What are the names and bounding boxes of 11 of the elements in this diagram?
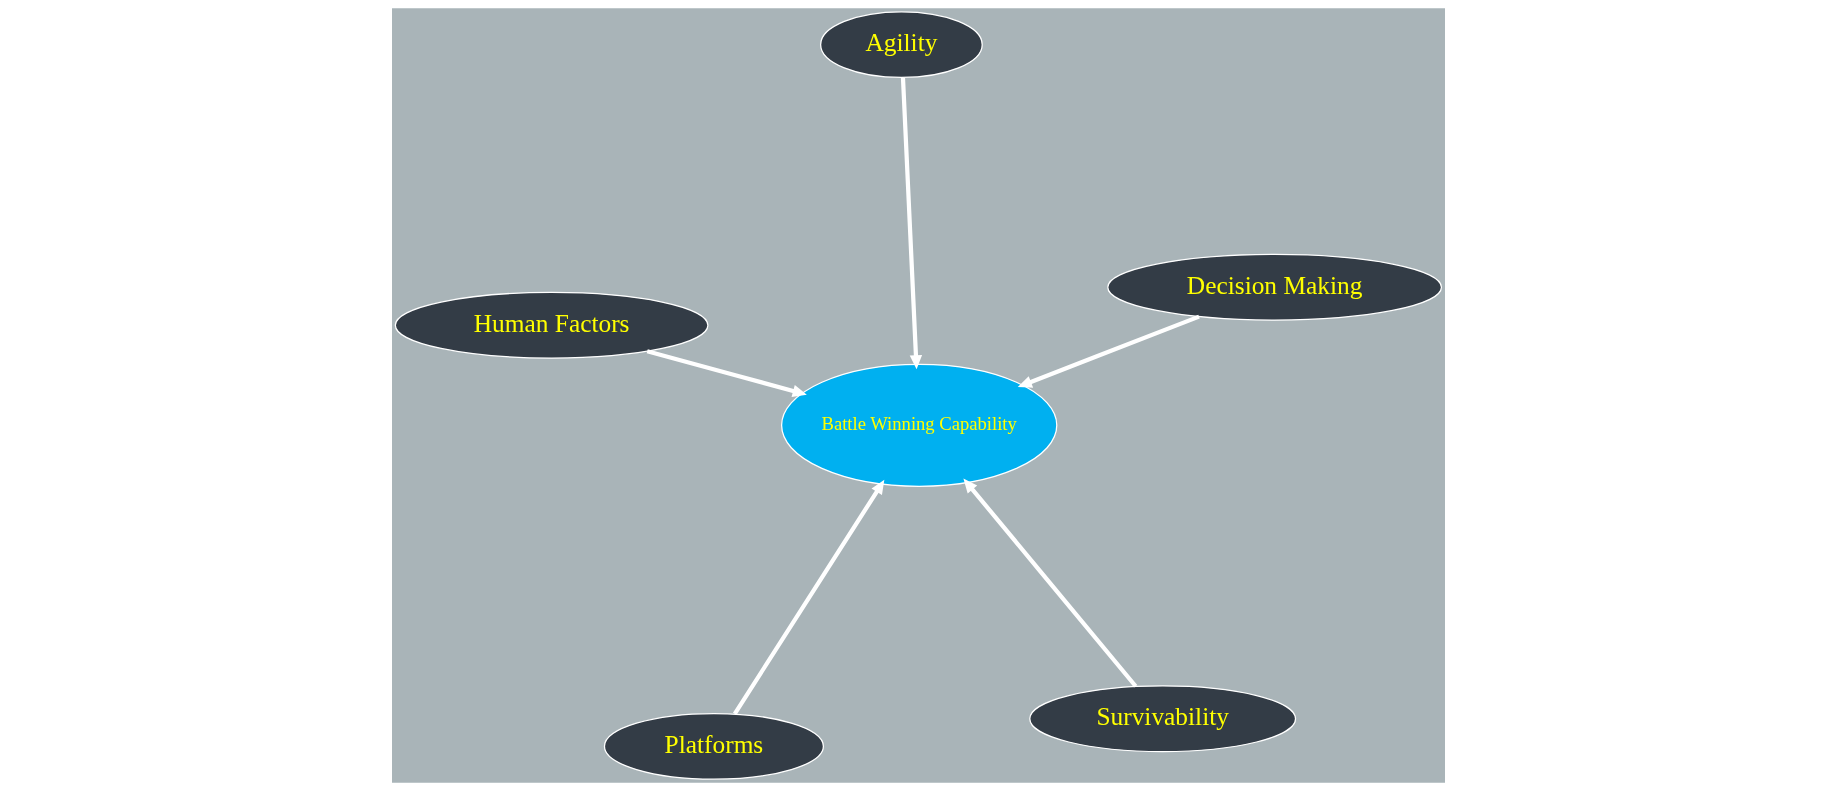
node-ellipse: Agility [820,11,983,79]
arrow [1017,314,1200,388]
node-ellipse: Decision Making [1107,253,1443,321]
node-ellipse: Survivability [1029,685,1297,753]
node-ellipse: Platforms [603,712,825,780]
node-ellipse: Battle Winning Capability [780,363,1058,487]
node-ellipse: Human Factors [394,291,709,359]
arrow [646,349,807,397]
arrow [732,479,885,715]
arrow [963,478,1138,688]
arrow [900,77,923,370]
